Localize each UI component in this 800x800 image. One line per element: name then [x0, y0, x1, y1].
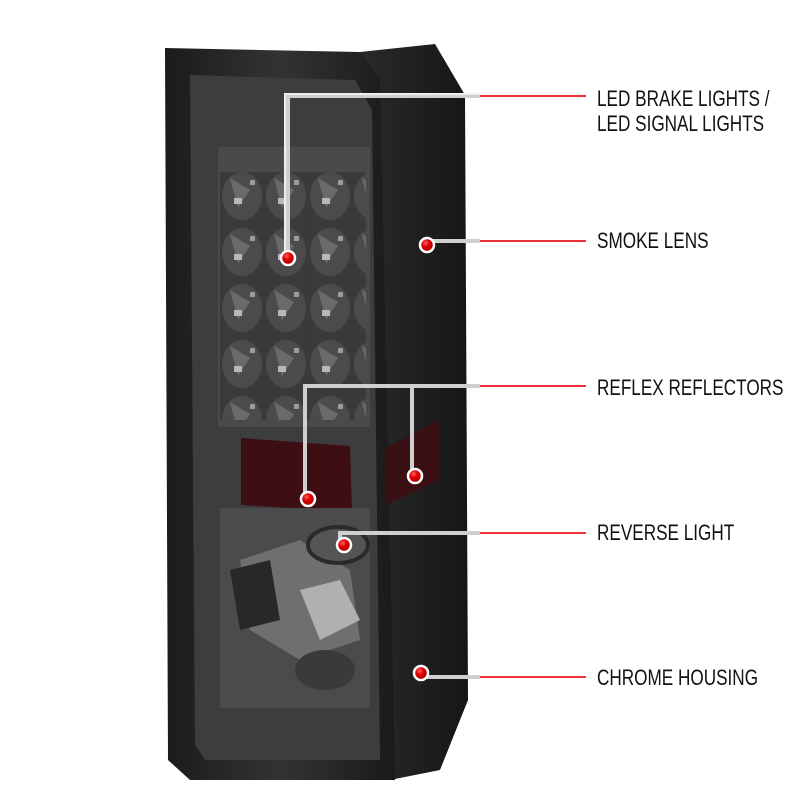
label-reflex-reflectors: REFLEX REFLECTORS [597, 376, 783, 401]
callout-dot-chrome-housing [412, 664, 430, 682]
leader-led-lights [284, 93, 586, 258]
callout-dot-reverse-light [335, 536, 353, 554]
label-reverse-light: REVERSE LIGHT [597, 521, 734, 546]
callout-dot-reflector-side [406, 467, 424, 485]
callout-dot-led-lights [279, 249, 297, 267]
callout-dot-reflector-front [299, 490, 317, 508]
leader-reflex-reflectors [303, 384, 586, 499]
reflex-reflector-front [241, 438, 352, 512]
label-led-lights-line1: LED BRAKE LIGHTS / [597, 87, 770, 112]
callout-dot-smoke-lens [418, 236, 436, 254]
label-led-lights-line2: LED SIGNAL LIGHTS [597, 112, 764, 137]
label-smoke-lens: SMOKE LENS [597, 229, 709, 254]
label-chrome-housing: CHROME HOUSING [597, 666, 758, 691]
led-array [220, 172, 366, 420]
